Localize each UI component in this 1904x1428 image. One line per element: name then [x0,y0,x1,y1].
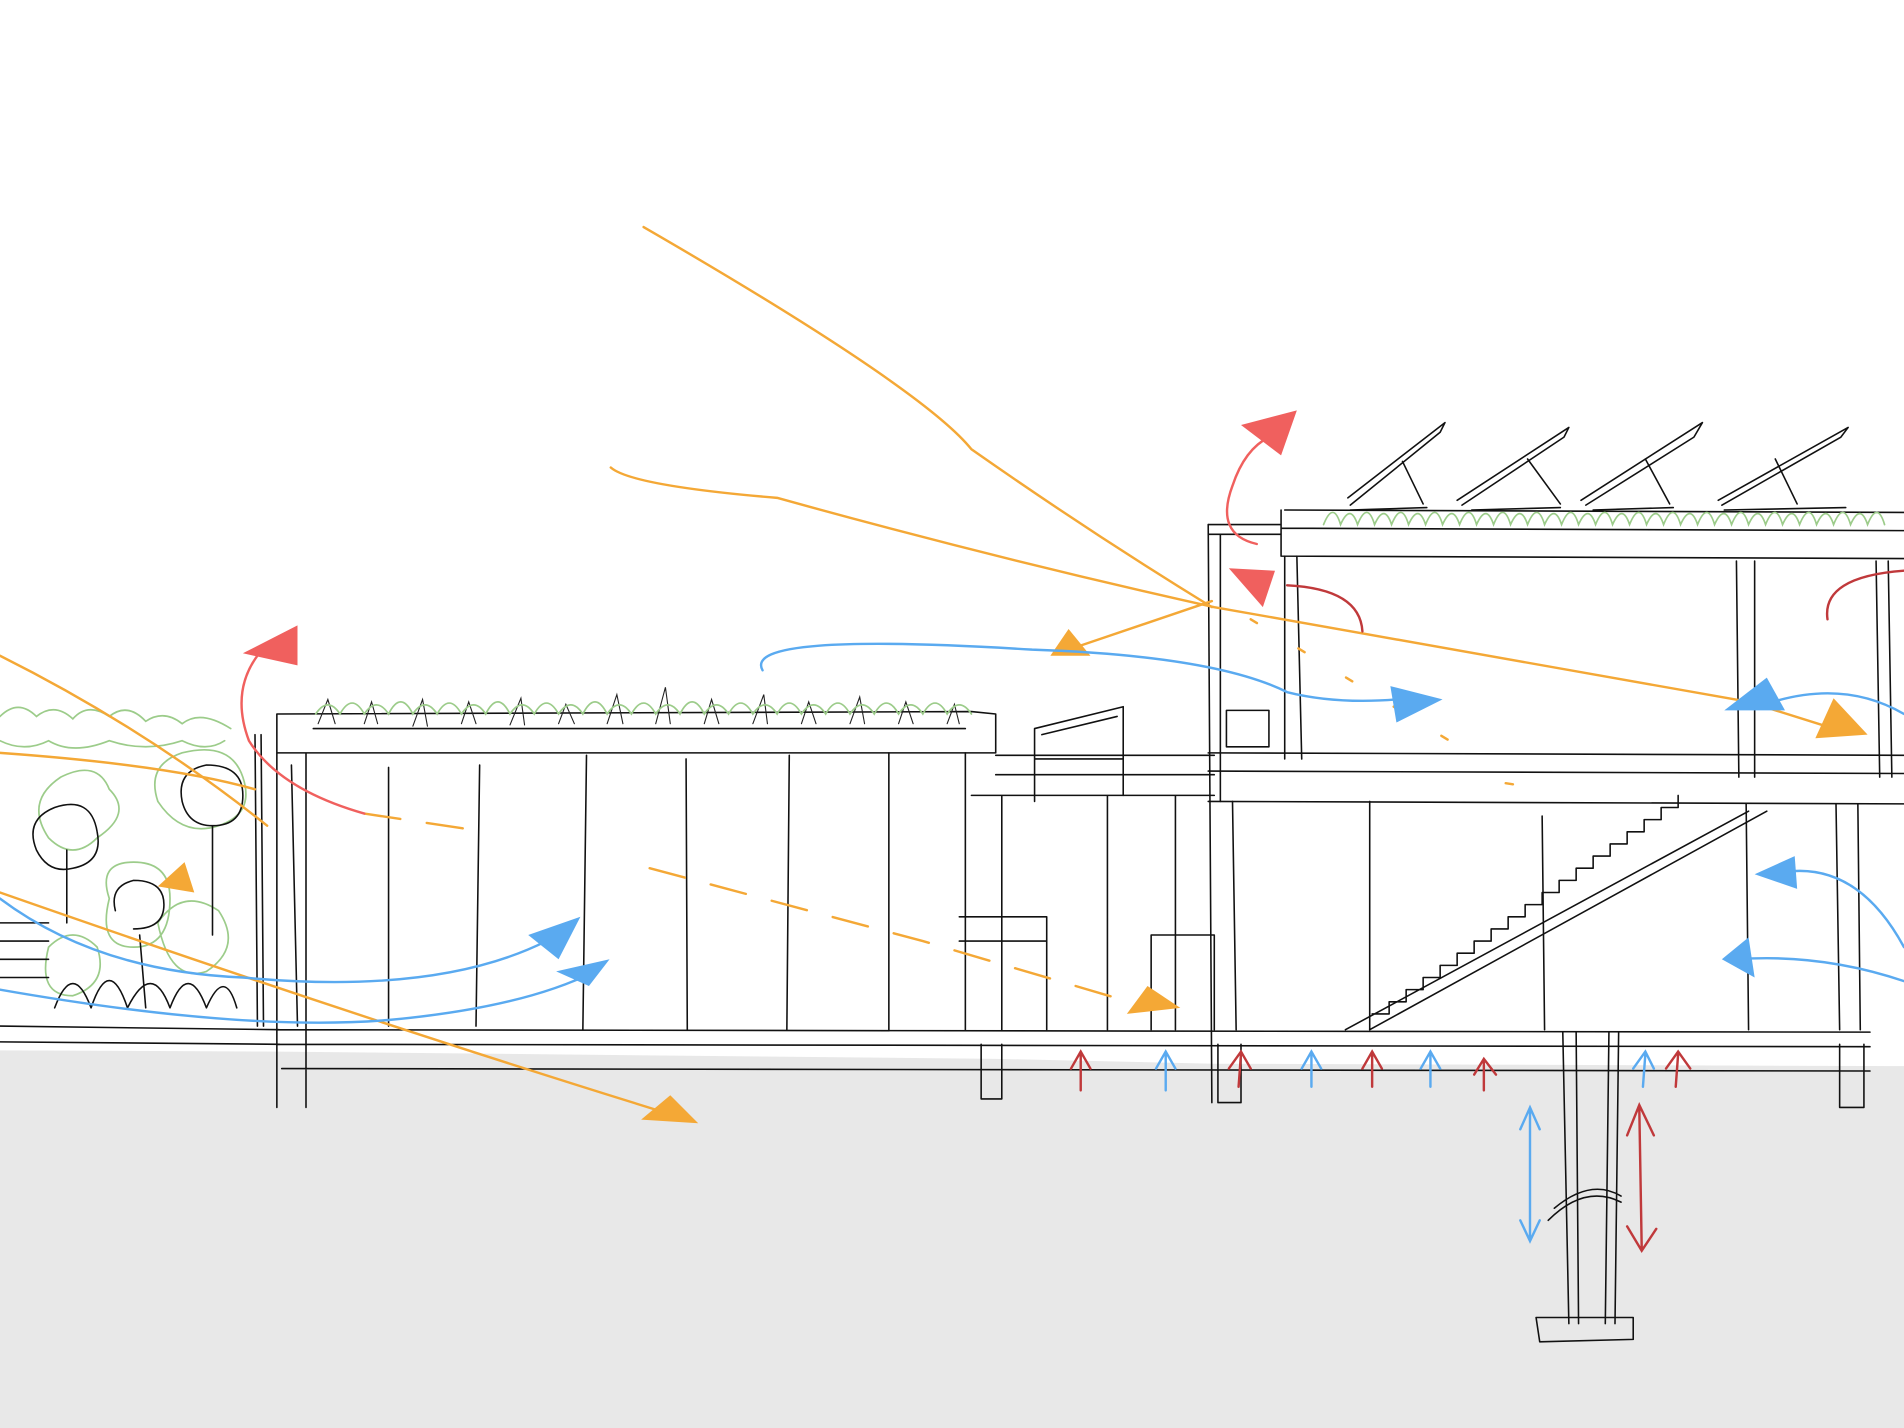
cool-air-arrow [1721,937,1755,978]
geothermal-pile [1519,1031,1658,1343]
sun-arrow [1815,698,1868,739]
solar-panel [1580,421,1704,511]
solar-panels [1347,421,1849,511]
cool-air-arrow [528,916,581,960]
solar-panel [1347,421,1446,511]
sun-arrow [157,862,195,893]
sun-arrow [641,1095,699,1124]
solar-panel [1717,426,1849,511]
cool-air-arrow [556,959,610,986]
stair [1344,794,1768,1031]
connector-block [958,705,1216,1100]
cool-air-arrow [1390,686,1443,723]
warm-air-arrow [242,625,298,666]
sun-arrow [1050,629,1091,656]
cool-air-flows [0,642,1904,1024]
warm-air-flows [240,410,1904,815]
ground [0,1050,1904,1428]
right-building [1207,509,1904,1109]
cool-air-arrow [1724,677,1785,711]
left-building [276,687,1871,1109]
sun-rays [0,225,1868,1124]
warm-air-arrow [1228,568,1275,608]
solar-panel [1456,426,1570,511]
floor-ventilation-arrows [1069,1049,1692,1092]
warm-air-arrow [1241,410,1297,456]
sun-arrow [1126,986,1181,1014]
cool-air-arrow [1754,856,1798,889]
